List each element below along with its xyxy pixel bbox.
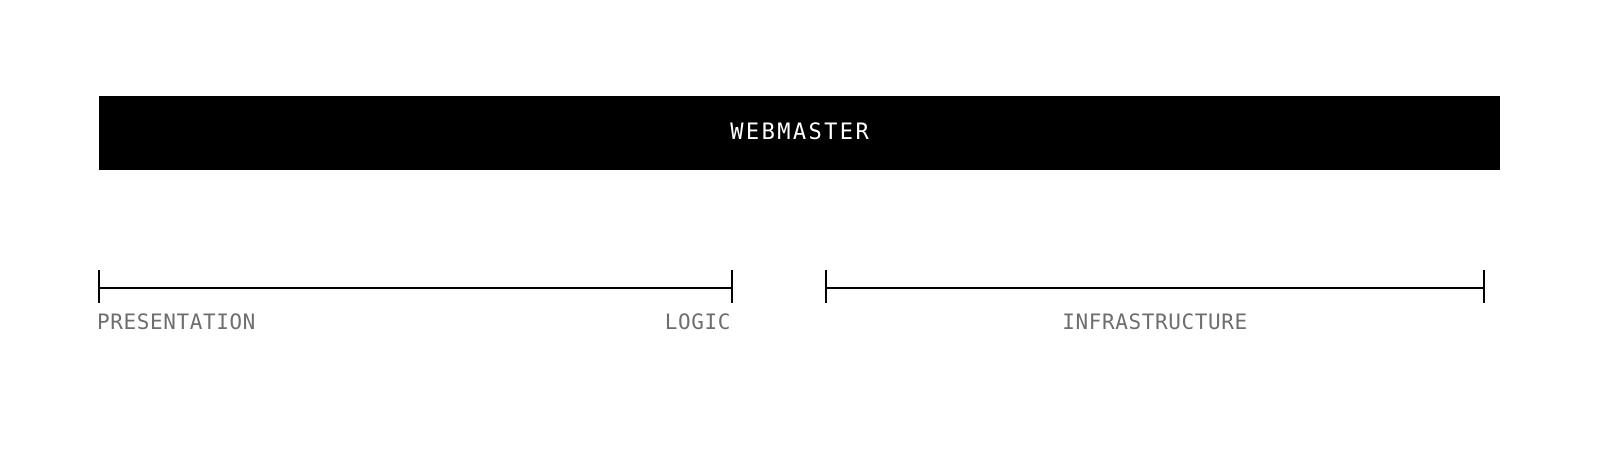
- span-tick-start-icon: [825, 270, 827, 303]
- span-bracket-infrastructure: [825, 270, 1485, 303]
- span-tick-end-icon: [731, 270, 733, 303]
- span-label-presentation: PRESENTATION: [97, 310, 256, 334]
- span-label-infrastructure: INFRASTRUCTURE: [1062, 310, 1248, 334]
- span-rule: [825, 287, 1485, 289]
- header-bar: WEBMASTER: [99, 96, 1500, 170]
- page-title: WEBMASTER: [730, 120, 872, 145]
- span-tick-start-icon: [98, 270, 100, 303]
- span-tick-end-icon: [1483, 270, 1485, 303]
- span-rule: [98, 287, 733, 289]
- span-label-logic: LOGIC: [664, 310, 731, 334]
- span-bracket-presentation-logic: [98, 270, 733, 303]
